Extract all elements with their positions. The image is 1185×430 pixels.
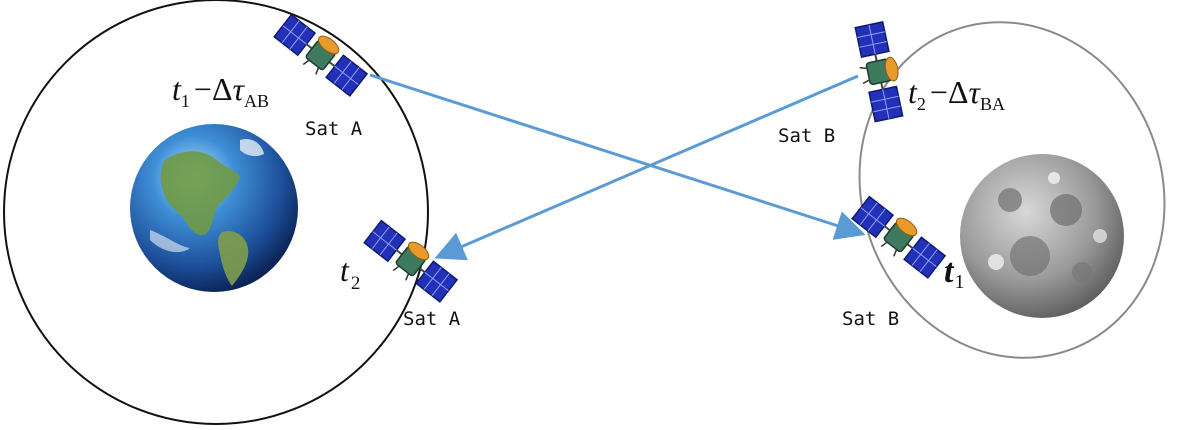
math-t: t [908,74,918,110]
math-tau: τ [233,71,246,107]
math-t-sub: 1 [954,271,964,293]
math-op: −Δ [930,74,969,110]
satellite-icon [848,191,950,282]
math-tau-sub: BA [980,94,1005,114]
sat-b-bottom-label: Sat B [842,308,899,330]
satellite-icon [850,19,909,124]
satellite-icon [360,215,462,306]
earth-orbit [3,0,429,425]
satellite-icon [270,9,372,100]
signal-arrow-a-to-b [369,73,866,240]
sat-a-top-label: Sat A [305,118,363,140]
label-t2-minus-dtau-ba: t2−ΔτBA [908,74,1005,114]
sat-b-top-label: Sat B [778,125,835,147]
sat-a-bottom-label: Sat A [403,308,461,330]
earth-globe-icon [130,124,298,292]
math-t-sub: 1 [181,91,190,111]
label-t1: t1 [944,253,964,293]
math-op: −Δ [194,71,233,107]
moon-orbit [858,21,1166,359]
math-tau-sub: AB [244,91,269,111]
math-t: t [340,252,350,288]
math-t-sub: 2 [351,273,361,294]
math-t-sub: 2 [917,94,926,114]
label-t1-minus-dtau-ab: t1−ΔτAB [172,71,269,111]
signal-arrow-b-to-a [434,74,859,261]
math-t: t [172,71,182,107]
math-tau: τ [969,74,982,110]
moon-globe-icon [960,154,1124,318]
math-t: t [944,253,955,290]
